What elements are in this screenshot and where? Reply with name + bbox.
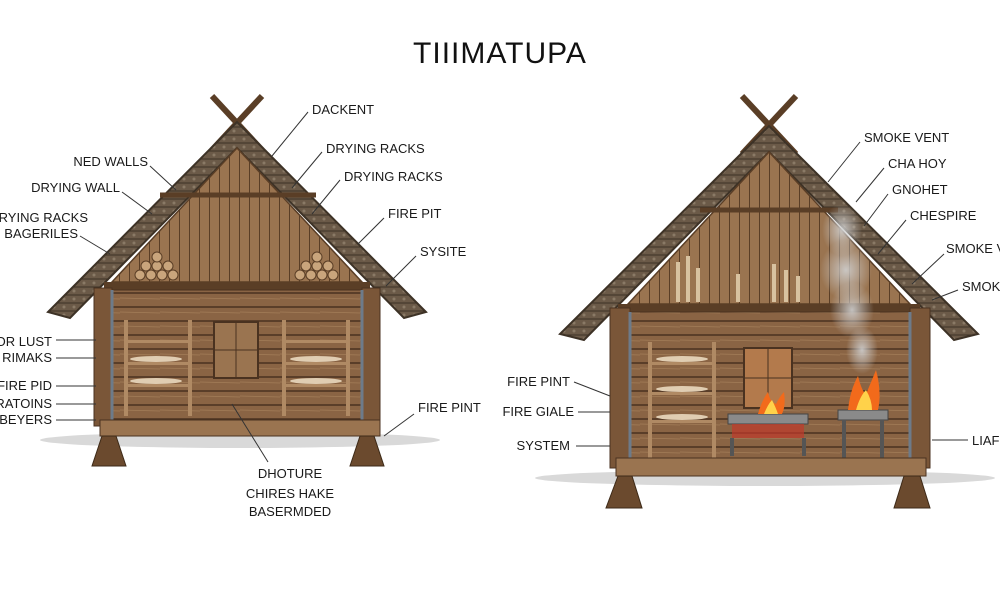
- right-drying-rack: [648, 342, 716, 458]
- label-beyers: BEYERS: [0, 412, 52, 427]
- label-system: SYSTEM: [517, 438, 570, 453]
- right-fire-stand: [837, 370, 889, 460]
- diagram-title: TIIIMATUPA: [413, 37, 587, 70]
- label-bageriles: BAGERILES: [4, 226, 78, 241]
- left-firewood-pile: [134, 251, 339, 281]
- left-log-ends-left: [93, 287, 113, 427]
- label-smok: SMOK: [962, 279, 1000, 294]
- left-drying-rack-left: [124, 320, 192, 416]
- label-smoke-v: SMOKE V: [946, 241, 1000, 256]
- label-chespire: CHESPIRE: [910, 208, 977, 223]
- label-fire-pit: FIRE PIT: [388, 206, 442, 221]
- left-labels: DACKENT DRYING RACKS DRYING RACKS FIRE P…: [0, 102, 481, 519]
- right-flame-2: [848, 370, 880, 410]
- label-fire-pint-right: FIRE PINT: [507, 374, 570, 389]
- left-floor: [99, 419, 381, 437]
- label-drying-racks-1: DRYING RACKS: [326, 141, 425, 156]
- right-drying-poles: [676, 256, 800, 302]
- label-drying-wall: DRYING WALL: [31, 180, 120, 195]
- label-dhoture: DHOTURE: [258, 466, 323, 481]
- label-fire-giale: FIRE GIALE: [502, 404, 574, 419]
- label-or-lust: OR LUST: [0, 334, 52, 349]
- label-rying-racks: RYING RACKS: [0, 210, 88, 225]
- label-fire-pint-left: FIRE PINT: [418, 400, 481, 415]
- left-log-ends-right: [361, 287, 381, 427]
- label-ned-walls: NED WALLS: [73, 154, 148, 169]
- label-rimaks: RIMAKS: [2, 350, 52, 365]
- label-gnohet: GNOHET: [892, 182, 948, 197]
- label-smoke-vent: SMOKE VENT: [864, 130, 949, 145]
- label-sysite: SYSITE: [420, 244, 467, 259]
- label-chires-hake: CHIRES HAKE: [246, 486, 334, 501]
- left-hut: [40, 93, 440, 467]
- right-smoke-plume: [820, 204, 878, 374]
- label-dackent: DACKENT: [312, 102, 374, 117]
- right-hut: [535, 93, 995, 509]
- label-basermded: BASERMDED: [249, 504, 331, 519]
- label-fire-pid: FIRE PID: [0, 378, 52, 393]
- label-ratoins: RATOINS: [0, 396, 52, 411]
- left-drying-rack-right: [282, 320, 350, 416]
- label-drying-racks-2: DRYING RACKS: [344, 169, 443, 184]
- label-cha-hoy: CHA HOY: [888, 156, 947, 171]
- right-labels: SMOKE VENT CHA HOY GNOHET CHESPIRE SMOKE…: [502, 130, 1000, 453]
- right-fire-grate: [727, 392, 809, 456]
- right-floor: [615, 457, 927, 477]
- label-liaf: LIAF: [972, 433, 1000, 448]
